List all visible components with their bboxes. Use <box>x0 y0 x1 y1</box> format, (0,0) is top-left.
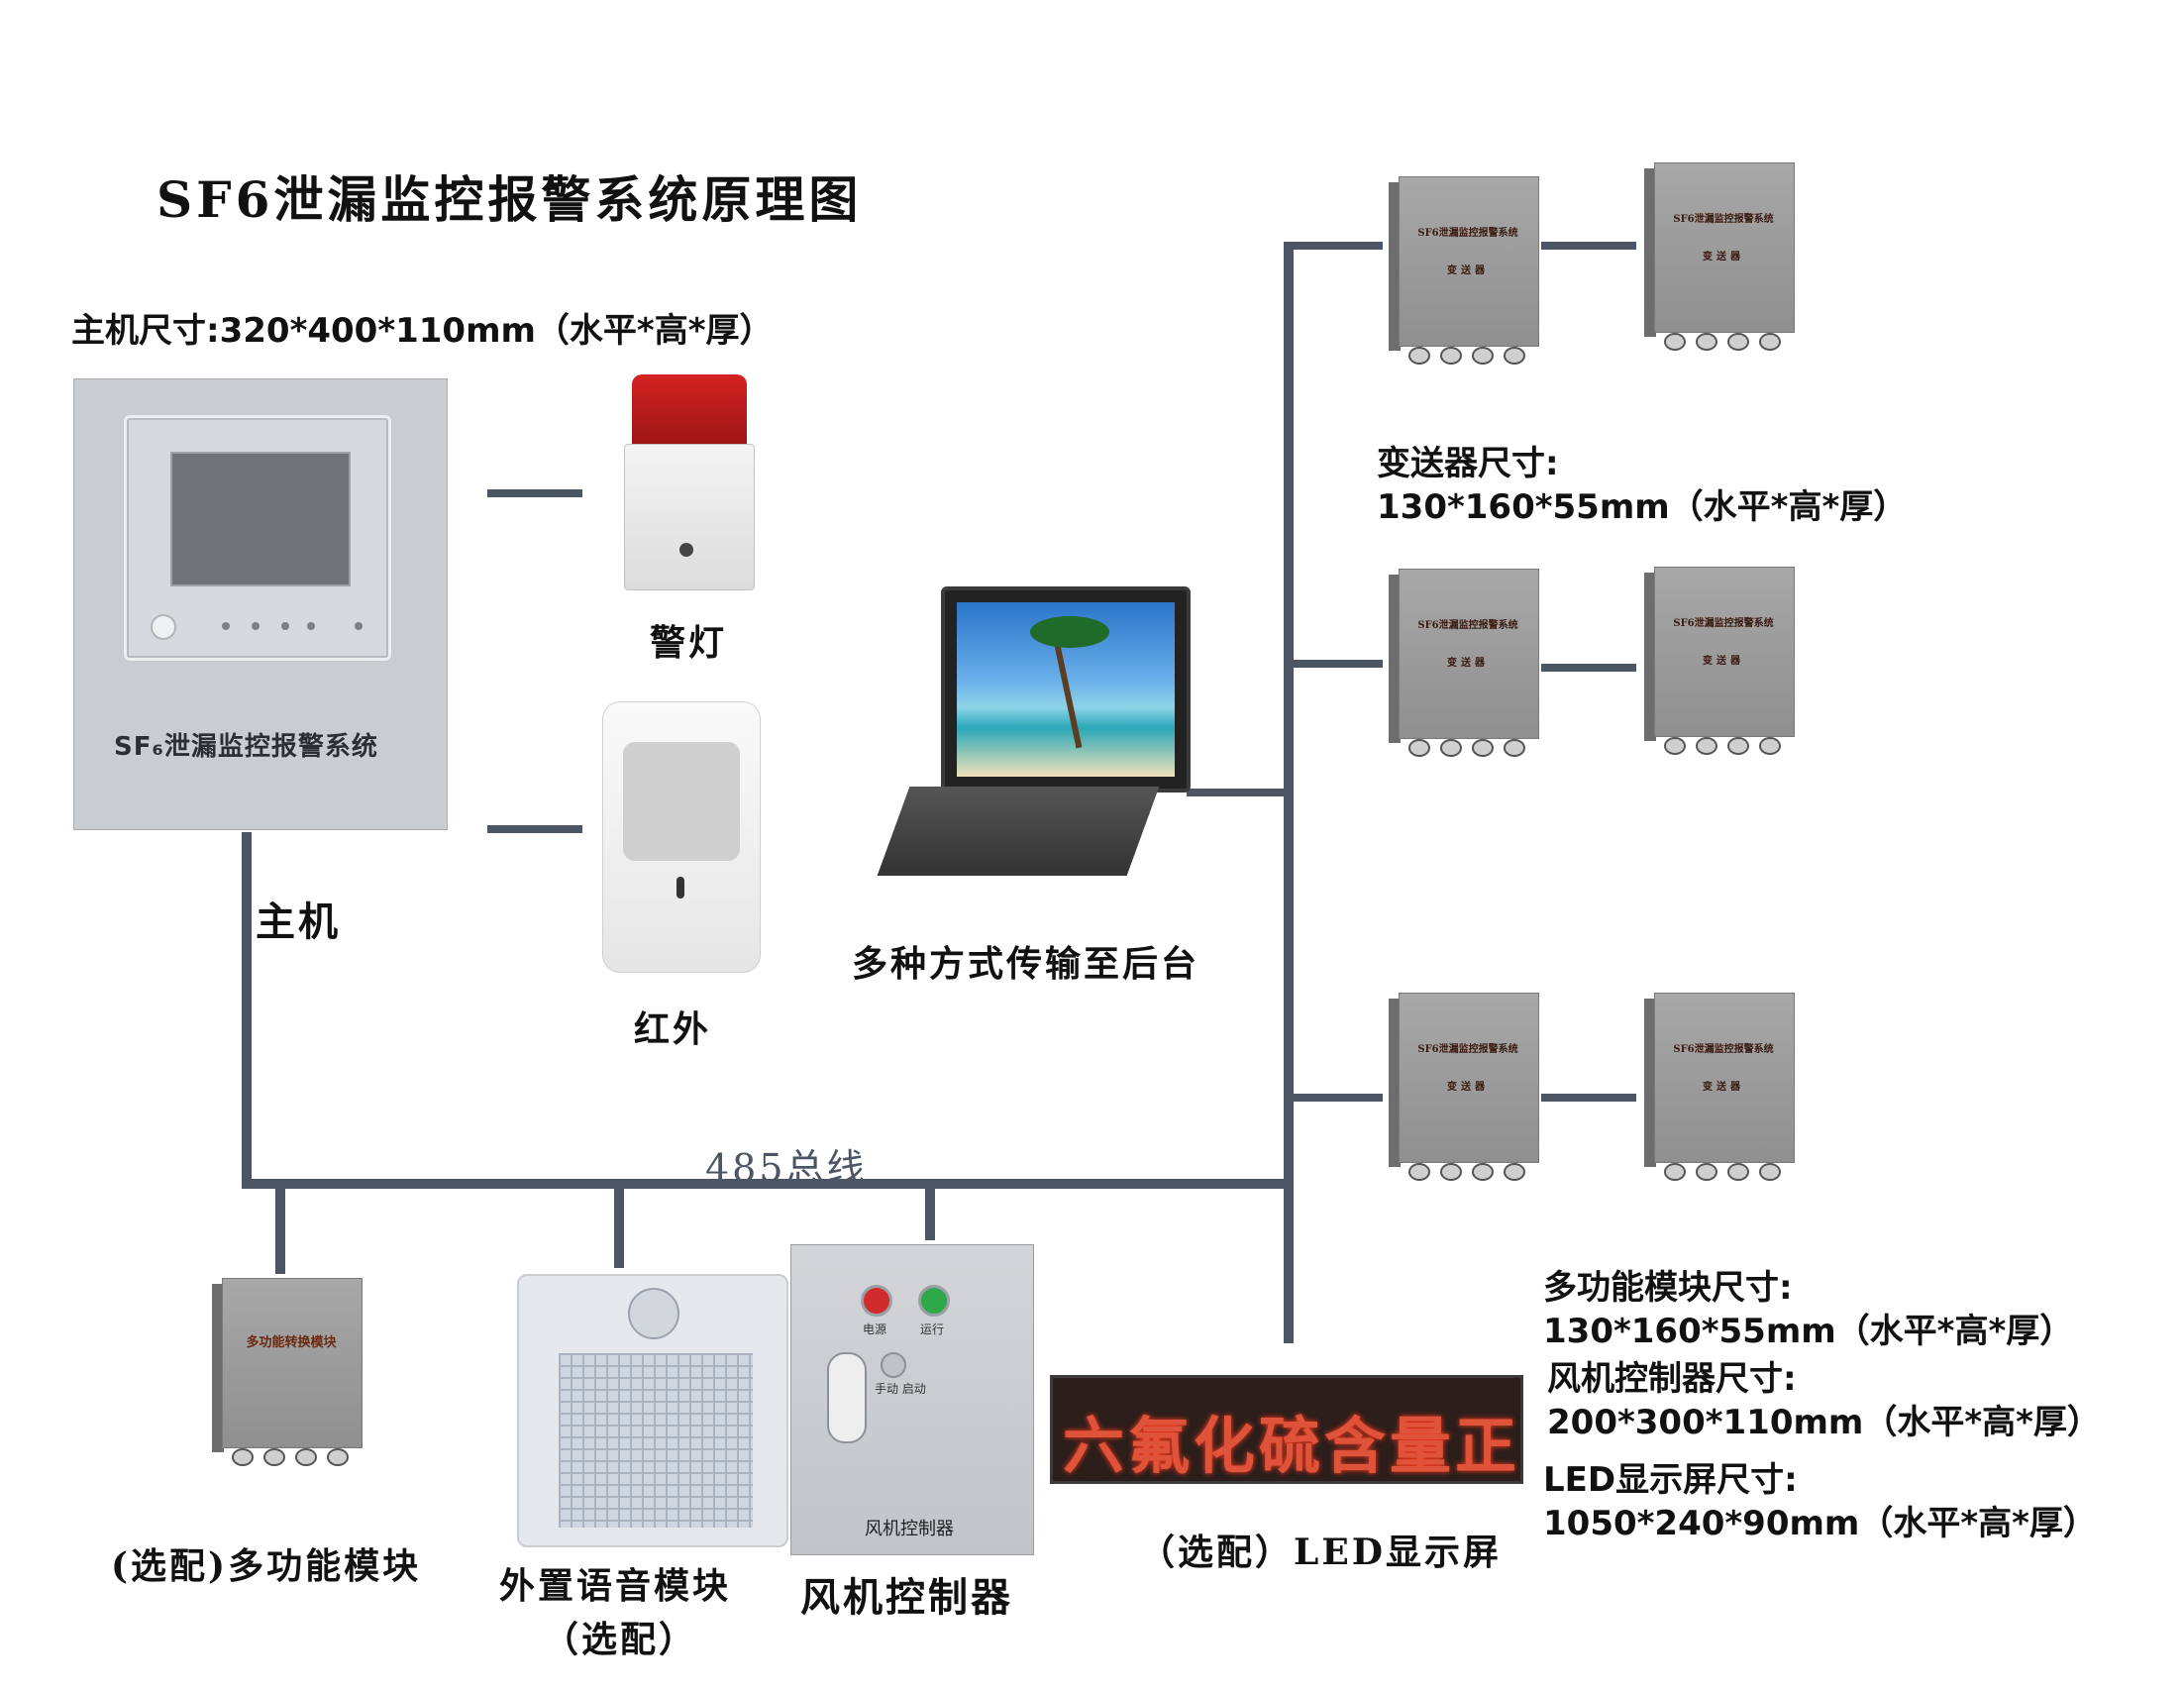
transmitter-size-title: 变送器尺寸: <box>1377 444 1559 483</box>
multi-function-module: 多功能转换模块 <box>212 1278 363 1466</box>
wire-bus-voice <box>614 1185 624 1268</box>
host-size-label: 主机尺寸:320*400*110mm（水平*高*厚） <box>71 311 774 351</box>
laptop <box>842 582 1191 880</box>
led-size-value: 1050*240*90mm（水平*高*厚） <box>1543 1504 2097 1543</box>
voice-label-line2: （选配） <box>543 1619 698 1660</box>
led-fan <box>307 622 315 630</box>
led-scroll-text: 六氟化硫含量正 <box>1063 1410 1521 1482</box>
transmitter-4: SF6泄漏监控报警系统 变送器 <box>1644 567 1795 755</box>
transmitter-5: SF6泄漏监控报警系统 变送器 <box>1389 993 1539 1181</box>
transmitter-subtitle: 变送器 <box>1703 252 1744 263</box>
fan-controller: 电源 运行 手动 启动 风机控制器 <box>790 1244 1034 1555</box>
wire-tx-pair1 <box>1541 242 1636 250</box>
wire-host-down <box>242 832 252 1189</box>
led-display: 六氟化硫含量正 <box>1050 1375 1523 1484</box>
mode-text: 手动 启动 <box>875 1382 926 1396</box>
diagram-title: SF6泄漏监控报警系统原理图 <box>156 170 863 229</box>
transmitter-title: SF6泄漏监控报警系统 <box>1417 228 1518 239</box>
speaker-logo-icon <box>628 1288 679 1339</box>
transmitter-2: SF6泄漏监控报警系统 变送器 <box>1644 162 1795 351</box>
laptop-label: 多种方式传输至后台 <box>852 943 1200 985</box>
transmitter-subtitle: 变送器 <box>1703 1082 1744 1093</box>
bus-label: 485总线 <box>705 1146 868 1190</box>
led-485 <box>355 622 363 630</box>
lamp-label: 警灯 <box>650 622 728 664</box>
transmitter-title: SF6泄漏监控报警系统 <box>1673 214 1774 225</box>
multi-module-label: (选配)多功能模块 <box>111 1545 422 1587</box>
wire-bus-multi <box>275 1185 285 1274</box>
fan-label: 风机控制器 <box>800 1574 1013 1621</box>
laptop-keyboard-base <box>877 787 1160 876</box>
transmitter-subtitle: 变送器 <box>1447 1082 1489 1093</box>
mode-switch <box>881 1352 906 1378</box>
door-handle <box>827 1352 867 1443</box>
transmitter-subtitle: 变送器 <box>1447 265 1489 276</box>
voice-label-line1: 外置语音模块 <box>499 1565 732 1607</box>
bus-485-line <box>242 1179 1294 1189</box>
voice-module <box>517 1274 788 1547</box>
wire-bus-fan <box>925 1185 935 1240</box>
transmitter-3: SF6泄漏监控报警系统 变送器 <box>1389 569 1539 757</box>
led-power <box>222 622 230 630</box>
transmitter-title: SF6泄漏监控报警系统 <box>1417 620 1518 631</box>
led-label: （选配）LED显示屏 <box>1139 1532 1502 1573</box>
fan-size-title: 风机控制器尺寸: <box>1547 1359 1797 1399</box>
run-text: 运行 <box>920 1322 945 1336</box>
transmitter-size-value: 130*160*55mm（水平*高*厚） <box>1377 487 1908 527</box>
lamp-button <box>679 543 693 557</box>
lamp-base <box>624 444 755 590</box>
power-text: 电源 <box>863 1322 887 1336</box>
transmitter-subtitle: 变送器 <box>1703 656 1744 667</box>
multi-size-value: 130*160*55mm（水平*高*厚） <box>1543 1312 2074 1351</box>
transmitter-title: SF6泄漏监控报警系统 <box>1673 1044 1774 1055</box>
host-unit: SF₆泄漏监控报警系统 <box>73 378 448 830</box>
wire-tx-row1 <box>1288 242 1383 250</box>
power-indicator-icon <box>861 1285 892 1317</box>
wire-tx-pair2 <box>1541 664 1636 672</box>
transmitter-1: SF6泄漏监控报警系统 变送器 <box>1389 176 1539 365</box>
fan-panel-name: 风机控制器 <box>865 1519 954 1539</box>
multi-module-title: 多功能转换模块 <box>246 1335 337 1350</box>
transmitter-subtitle: 变送器 <box>1447 658 1489 669</box>
alarm-lamp <box>624 374 755 590</box>
transmitter-6: SF6泄漏监控报警系统 变送器 <box>1644 993 1795 1181</box>
infrared-sensor <box>602 701 761 973</box>
wire-host-lamp <box>487 489 582 497</box>
host-brand-text: SF₆泄漏监控报警系统 <box>114 732 378 762</box>
transmitter-title: SF6泄漏监控报警系统 <box>1673 618 1774 629</box>
host-label: 主机 <box>256 899 341 945</box>
host-knob <box>151 614 176 640</box>
infrared-label: 红外 <box>634 1008 712 1050</box>
speaker-grille <box>559 1353 753 1528</box>
wire-tx-row3 <box>1288 1094 1383 1102</box>
run-indicator-icon <box>918 1285 950 1317</box>
infrared-indicator <box>676 877 684 899</box>
wire-laptop-bus <box>1187 789 1292 796</box>
wire-tx-pair3 <box>1541 1094 1636 1102</box>
host-display-frame <box>124 415 391 661</box>
laptop-screen <box>941 586 1191 793</box>
led-run <box>252 622 260 630</box>
palm-tree-leaves <box>1030 616 1109 648</box>
infrared-lens <box>623 742 740 861</box>
multi-size-title: 多功能模块尺寸: <box>1543 1268 1793 1308</box>
wire-host-infrared <box>487 825 582 833</box>
transmitter-title: SF6泄漏监控报警系统 <box>1417 1044 1518 1055</box>
host-lcd-screen <box>170 452 351 586</box>
wire-tx-row2 <box>1288 660 1383 668</box>
led-size-title: LED显示屏尺寸: <box>1543 1460 1798 1500</box>
led-alarm <box>281 622 289 630</box>
fan-size-value: 200*300*110mm（水平*高*厚） <box>1547 1403 2101 1442</box>
